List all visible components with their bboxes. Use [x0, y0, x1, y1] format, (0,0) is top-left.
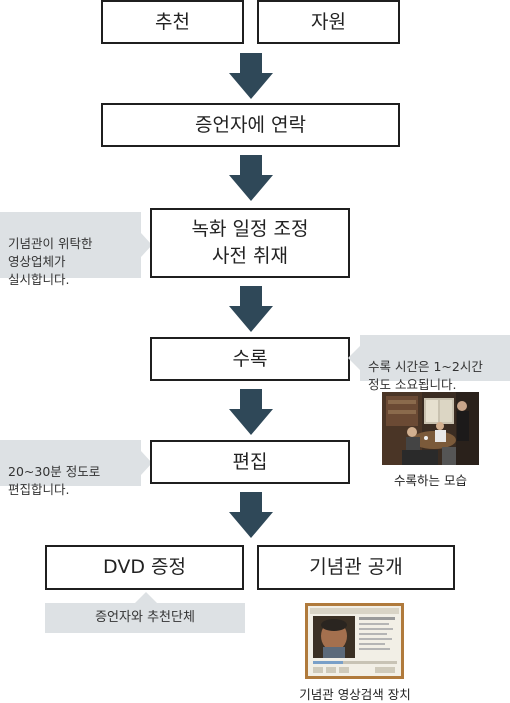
flow-arrow-5: [229, 492, 273, 538]
contact-label: 증언자에 연락: [195, 113, 306, 136]
flow-arrow-4: [229, 389, 273, 435]
publish-label: 기념관 공개: [309, 556, 403, 578]
dvd-recipients-note: 증언자와 추천단체: [45, 603, 245, 633]
recommend-label: 추천: [155, 10, 190, 33]
recording-time-note-text: 수록 시간은 1~2시간 정도 소요됩니다.: [368, 359, 483, 392]
schedule-box: 녹화 일정 조정 사전 취재: [150, 208, 350, 278]
publish-box: 기념관 공개: [257, 545, 455, 590]
dvd-recipients-note-text: 증언자와 추천단체: [95, 610, 195, 625]
volunteer-label: 자원: [311, 10, 346, 33]
editing-box: 편집: [150, 440, 350, 484]
outsourced-note-text: 기념관이 위탁한 영상업체가 실시합니다.: [8, 236, 93, 287]
flow-arrow-2: [229, 155, 273, 201]
outsourced-note-pointer: [141, 233, 152, 257]
editing-time-note-text: 20~30분 정도로 편집합니다.: [8, 464, 101, 497]
editing-time-note: 20~30분 정도로 편집합니다.: [0, 440, 141, 497]
outsourced-note: 기념관이 위탁한 영상업체가 실시합니다.: [0, 212, 141, 287]
schedule-label-line1: 녹화 일정 조정: [191, 218, 309, 240]
editing-note-pointer: [141, 451, 152, 475]
flow-arrow-1: [229, 53, 273, 99]
recording-note-pointer: [348, 346, 360, 370]
contact-box: 증언자에 연락: [101, 103, 400, 147]
editing-label: 편집: [232, 450, 268, 473]
recording-photo-caption: 수록하는 모습: [394, 473, 467, 488]
flow-arrow-3: [229, 286, 273, 332]
recording-photo: [382, 392, 479, 465]
recording-label: 수록: [232, 347, 268, 370]
dvd-note-pointer: [135, 592, 157, 603]
schedule-label-line2: 사전 취재: [212, 245, 288, 267]
recommend-box: 추천: [101, 0, 244, 44]
recording-time-note: 수록 시간은 1~2시간 정도 소요됩니다.: [360, 335, 510, 392]
search-device-photo: [305, 603, 404, 679]
search-device-caption: 기념관 영상검색 장치: [299, 687, 411, 702]
dvd-label: DVD 증정: [103, 556, 186, 578]
recording-box: 수록: [150, 337, 350, 381]
dvd-box: DVD 증정: [45, 545, 244, 590]
volunteer-box: 자원: [257, 0, 400, 44]
